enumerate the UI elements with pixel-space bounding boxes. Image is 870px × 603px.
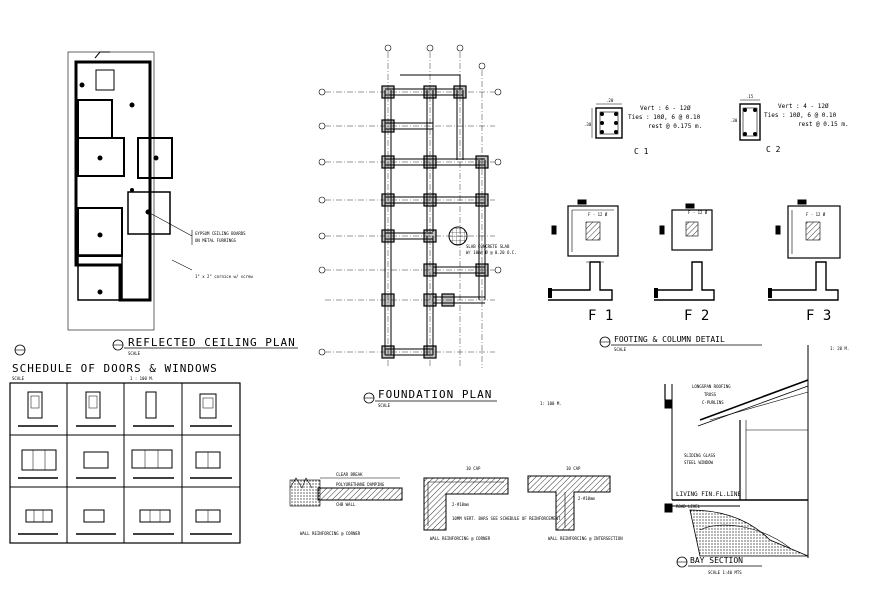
bay-section [664,345,809,558]
footing-title: FOOTING & COLUMN DETAIL [614,335,725,344]
wall-cap-label-2: 10 CAP [566,466,581,471]
f1-label: F 1 [588,308,613,324]
wall-note-1: CLEAR BREAK [336,472,363,477]
foundation-plan [318,44,502,368]
bay-scale-top: 1: 20 M. [830,346,849,351]
wall-caption-corner: WALL REINFORCING @ CORNER [300,531,361,536]
bay-section-title: BAY SECTION [690,556,743,565]
slab-note-2: W/ 10mm Ø @ 0.20 O.C. [466,250,517,255]
bay-section-scale: SCALE 1:40 MTS [708,570,742,575]
c2-rest: rest @ 0.15 m. [798,121,849,128]
bay-floor-line: LIVING FIN.FL.LINE [676,491,741,498]
bay-purlins: C-PURLINS [702,400,724,405]
c1-rest: rest @ 0.175 m. [648,123,702,130]
bay-truss: TRUSS [704,392,717,397]
c2-vert: Vert : 4 - 12Ø [778,103,829,110]
bay-title-marker [676,556,762,568]
note-gypsum: GYPSUM CEILING BOARDS [195,231,246,236]
footing-details [548,199,841,301]
schedule-title: SCHEDULE OF DOORS & WINDOWS [12,362,218,375]
note-cornice: 1" x 2" cornice w/ screw [195,274,253,279]
foundation-plan-scale-value: 1: 100 M. [540,401,562,406]
bay-road-level: ROAD LEVEL [676,504,701,509]
c1-dim-top: .20 [606,98,614,103]
f3-bar: F - 12 Ø [806,212,826,217]
schedule-scale: SCALE [12,376,25,381]
f3-label: F 3 [806,308,831,324]
schedule-title-marker [14,344,26,356]
wall-cap-label-1: 10 CAP [466,466,481,471]
foundation-plan-scale: SCALE [378,403,391,408]
c1-ties: Ties : 10Ø, 6 @ 0.10 [628,114,701,121]
ceiling-plan-scale: SCALE [128,351,141,356]
wall-bar-label-1: 2-#10mm [452,502,469,507]
wall-note-3: CHB WALL [336,502,356,507]
bay-window: STEEL WINDOW [684,460,713,465]
footing-title-marker [599,336,762,348]
f1-bar: F - 12 Ø [588,212,608,217]
c2-label: C 2 [766,145,781,154]
foundation-title-marker [363,392,497,404]
c1-vert: Vert : 6 - 12Ø [640,105,691,112]
reflected-ceiling-plan [67,51,193,331]
wall-caption-intersection: WALL REINFORCING @ INTERSECTION [548,536,623,541]
wall-note-2: POLYURETHANE DAMPING [336,482,385,487]
slab-note-1: SLAB CONCRETE SLAB [466,244,510,249]
c2-ties: Ties : 10Ø, 6 @ 0.10 [764,112,837,119]
c1-dim-side: .30 [584,122,592,127]
column-c1-section [591,103,623,139]
wall-detail-3 [527,475,611,531]
f2-bar: F - 12 Ø [688,210,708,215]
c1-label: C 1 [634,147,649,156]
c2-dim-top: .15 [746,94,754,99]
ceiling-plan-title: REFLECTED CEILING PLAN [128,336,296,349]
footing-scale: SCALE [614,347,627,352]
schedule-scale-value: 1 : 100 M. [130,376,154,381]
wall-detail-2 [423,477,509,531]
note-furring: ON METAL FURRINGS [195,238,237,243]
wall-caption-2: WALL REINFORCING @ CORNER [430,536,491,541]
schedule-grid [9,382,241,544]
ceiling-plan-title-marker [112,339,298,351]
wall-detail-1 [289,477,403,507]
column-c2-section [739,99,761,141]
foundation-plan-title: FOUNDATION PLAN [378,388,492,401]
wall-bar-label-2: 2-#10mm [578,496,595,501]
wall-note-4: 10MM VERT. BARS SEE SCHEDULE OF REINFORC… [452,516,561,521]
bay-roofing: LONGSPAN ROOFING [692,384,731,389]
c2-dim-side: .30 [730,118,738,123]
f2-label: F 2 [684,308,709,324]
bay-glass: SLIDING GLASS [684,453,716,458]
